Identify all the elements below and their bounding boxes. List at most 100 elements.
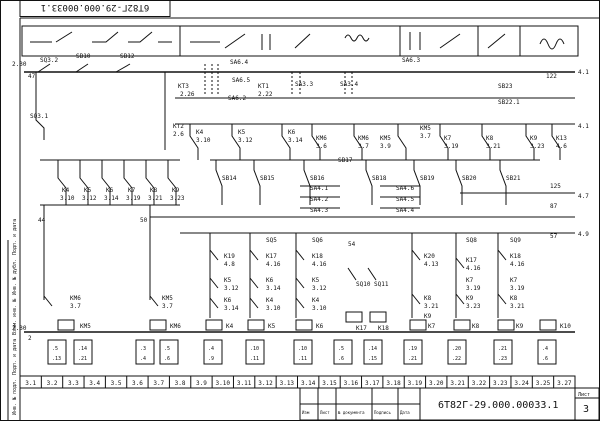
svg-text:.21: .21 bbox=[498, 346, 507, 352]
column-number: 3.4 bbox=[89, 380, 100, 387]
svg-text:3.19: 3.19 bbox=[444, 143, 459, 150]
svg-text:122: 122 bbox=[546, 73, 557, 80]
svg-text:3.19: 3.19 bbox=[126, 195, 141, 202]
svg-text:Инв. № дубл.: Инв. № дубл. bbox=[11, 259, 18, 295]
contact-tables: .5.13 .14.21 .3.4 .5.6 .4.9 .10.11 .10.1… bbox=[47, 339, 557, 365]
svg-text:87: 87 bbox=[550, 203, 558, 210]
svg-text:K13: K13 bbox=[556, 135, 567, 142]
top-contacts: SQ3.2 SB10 SB12 SA6.4 SA6.5 KT3 2.26 KT1… bbox=[30, 53, 520, 150]
svg-text:6Т82Г-29.000.00033.1: 6Т82Г-29.000.00033.1 bbox=[41, 2, 149, 12]
svg-text:KT2: KT2 bbox=[173, 123, 184, 130]
svg-text:4.16: 4.16 bbox=[466, 265, 481, 272]
svg-text:SB23: SB23 bbox=[498, 83, 513, 90]
svg-text:SQ5: SQ5 bbox=[266, 237, 277, 244]
svg-text:Подп. и дата: Подп. и дата bbox=[12, 339, 18, 375]
svg-text:SQ10: SQ10 bbox=[356, 281, 371, 288]
svg-text:SB12: SB12 bbox=[120, 53, 135, 60]
svg-text:3.7: 3.7 bbox=[420, 133, 431, 140]
column-number: 3.7 bbox=[153, 380, 164, 387]
svg-text:.13: .13 bbox=[52, 356, 61, 362]
svg-text:SA6.5: SA6.5 bbox=[232, 77, 250, 84]
svg-text:3.21: 3.21 bbox=[486, 143, 501, 150]
svg-text:57: 57 bbox=[550, 233, 558, 240]
svg-text:K6: K6 bbox=[266, 277, 274, 284]
svg-text:KT3: KT3 bbox=[178, 83, 189, 90]
svg-text:K18: K18 bbox=[378, 325, 389, 332]
doc-number: 6Т82Г-29.000.00033.1 bbox=[438, 400, 558, 411]
svg-text:SB19: SB19 bbox=[420, 175, 435, 182]
svg-text:3.23: 3.23 bbox=[530, 143, 545, 150]
svg-text:3.7: 3.7 bbox=[70, 303, 81, 310]
column-number: 3.15 bbox=[322, 380, 337, 387]
svg-text:47: 47 bbox=[28, 73, 36, 80]
left-relay-contacts: K43.10 K53.12 K63.14 K73.19 K83.21 K93.2… bbox=[40, 159, 185, 300]
svg-text:K18: K18 bbox=[510, 253, 521, 260]
svg-text:50: 50 bbox=[140, 217, 148, 224]
power-buses bbox=[24, 71, 575, 333]
svg-text:K10: K10 bbox=[560, 323, 571, 330]
svg-text:.9: .9 bbox=[208, 356, 214, 362]
svg-text:3.19: 3.19 bbox=[510, 285, 525, 292]
column-number: 3.22 bbox=[472, 380, 487, 387]
svg-text:K17: K17 bbox=[266, 253, 277, 260]
pushbutton-row: SB14 SB15 SB16 SB17 SB18 SB19 SB20 SB21 bbox=[210, 157, 540, 205]
title-block: Изм Лист № документа Подпись Дата 6Т82Г-… bbox=[299, 387, 600, 421]
svg-text:K9: K9 bbox=[516, 323, 524, 330]
column-number: 3.5 bbox=[111, 380, 122, 387]
svg-text:SQ8: SQ8 bbox=[466, 237, 477, 244]
svg-text:SA4.3: SA4.3 bbox=[310, 207, 328, 214]
svg-text:3.10: 3.10 bbox=[312, 305, 327, 312]
svg-text:KT1: KT1 bbox=[258, 83, 269, 90]
svg-text:2.22: 2.22 bbox=[258, 91, 273, 98]
svg-text:.11: .11 bbox=[298, 356, 307, 362]
svg-text:3.14: 3.14 bbox=[224, 305, 239, 312]
svg-text:SQ3.2: SQ3.2 bbox=[40, 57, 58, 64]
svg-text:K4: K4 bbox=[196, 129, 204, 136]
column-number: 3.25 bbox=[536, 380, 551, 387]
svg-text:K8: K8 bbox=[510, 295, 518, 302]
svg-text:3.23: 3.23 bbox=[466, 303, 481, 310]
svg-text:.5: .5 bbox=[52, 346, 58, 352]
svg-text:K6: K6 bbox=[224, 297, 232, 304]
svg-text:SB15: SB15 bbox=[260, 175, 275, 182]
svg-text:4.8: 4.8 bbox=[224, 261, 235, 268]
svg-text:Взам. инв. №: Взам. инв. № bbox=[12, 299, 18, 335]
svg-text:KM5: KM5 bbox=[80, 323, 91, 330]
svg-text:3.21: 3.21 bbox=[148, 195, 163, 202]
svg-text:K8: K8 bbox=[424, 295, 432, 302]
column-number: 3.17 bbox=[365, 380, 380, 387]
column-number: 3.14 bbox=[301, 380, 316, 387]
column-number: 3.24 bbox=[514, 380, 529, 387]
svg-text:SA6.4: SA6.4 bbox=[230, 59, 248, 66]
header-symbol-strip bbox=[21, 25, 579, 57]
svg-text:.23: .23 bbox=[498, 356, 507, 362]
svg-text:SQ9: SQ9 bbox=[510, 237, 521, 244]
column-number: 3.20 bbox=[429, 380, 444, 387]
svg-text:K17: K17 bbox=[466, 257, 477, 264]
sa4-switches: SA4.1 SA4.2 SA4.3 SA4.6 SA4.5 SA4.4 bbox=[300, 185, 420, 214]
svg-text:3.10: 3.10 bbox=[196, 137, 211, 144]
svg-text:.6: .6 bbox=[542, 356, 548, 362]
svg-text:3.10: 3.10 bbox=[60, 195, 75, 202]
svg-text:3.9: 3.9 bbox=[380, 143, 391, 150]
sheet-label: Лист bbox=[578, 392, 590, 398]
svg-text:.14: .14 bbox=[368, 346, 377, 352]
left-margin-labels: Инв. № подл. Подп. и дата Взам. инв. № И… bbox=[11, 219, 18, 415]
svg-text:3.12: 3.12 bbox=[224, 285, 239, 292]
svg-text:3.12: 3.12 bbox=[312, 285, 327, 292]
rotated-doc-number-stamp: 6Т82Г-29.000.00033.1 bbox=[19, 0, 171, 17]
column-number: 3.10 bbox=[216, 380, 231, 387]
column-number: 3.8 bbox=[175, 380, 186, 387]
svg-text:3.12: 3.12 bbox=[82, 195, 97, 202]
wire-labels: 2.30 47 122 4.1 2.30 2 4.1 4.7 4.9 125 8… bbox=[12, 61, 589, 342]
column-number: 3.3 bbox=[68, 380, 79, 387]
title-col-izm: Изм bbox=[302, 410, 310, 415]
title-col-date: Дата bbox=[400, 410, 410, 415]
svg-text:.22: .22 bbox=[452, 356, 461, 362]
svg-text:K9: K9 bbox=[424, 313, 432, 320]
svg-text:K6: K6 bbox=[316, 323, 324, 330]
column-number: 3.19 bbox=[408, 380, 423, 387]
column-number: 3.1 bbox=[25, 380, 36, 387]
